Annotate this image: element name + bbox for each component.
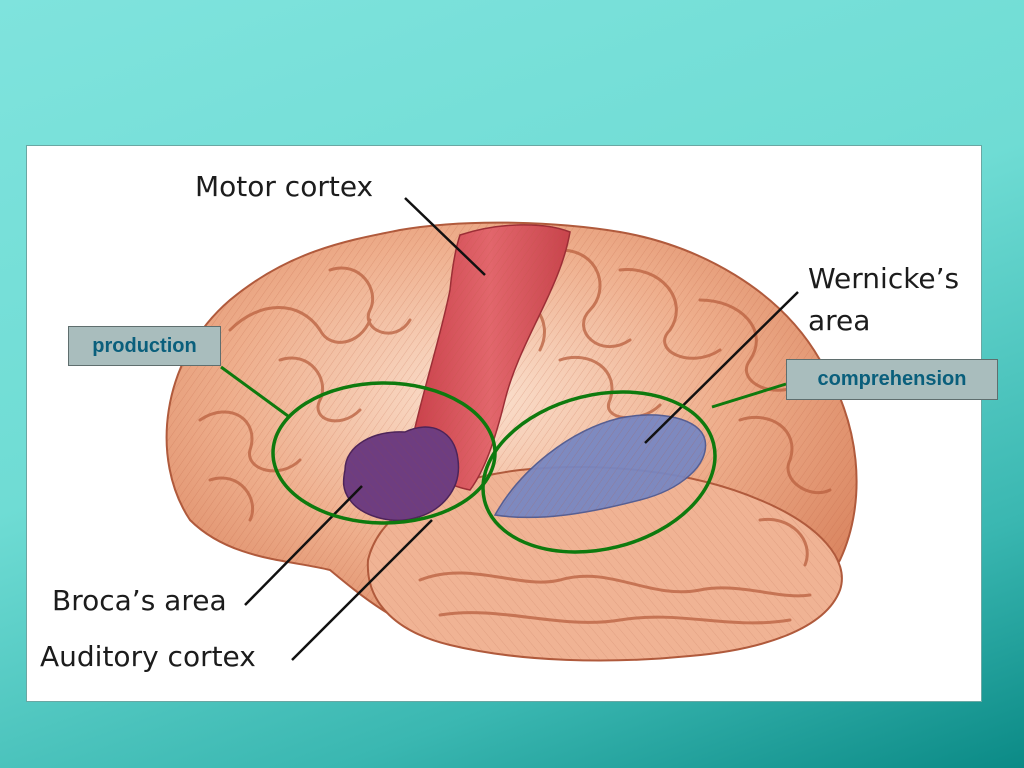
comprehension-connector [711,382,787,409]
production-connector [220,365,289,418]
brocas-leader [244,485,363,606]
production-callout: production [68,326,221,366]
comprehension-ellipse [481,390,717,554]
comprehension-callout: comprehension [786,359,998,400]
brocas-area-label: Broca’s area [52,584,227,617]
motor-cortex-label: Motor cortex [195,170,374,203]
motor-cortex-leader [404,197,486,276]
auditory-leader [291,519,433,661]
wernickes-leader [644,291,799,444]
wernickes-label-line1: Wernicke’s [808,262,960,295]
auditory-cortex-label: Auditory cortex [40,640,256,673]
wernickes-label-line2: area [808,304,871,337]
leader-lines [244,197,799,661]
